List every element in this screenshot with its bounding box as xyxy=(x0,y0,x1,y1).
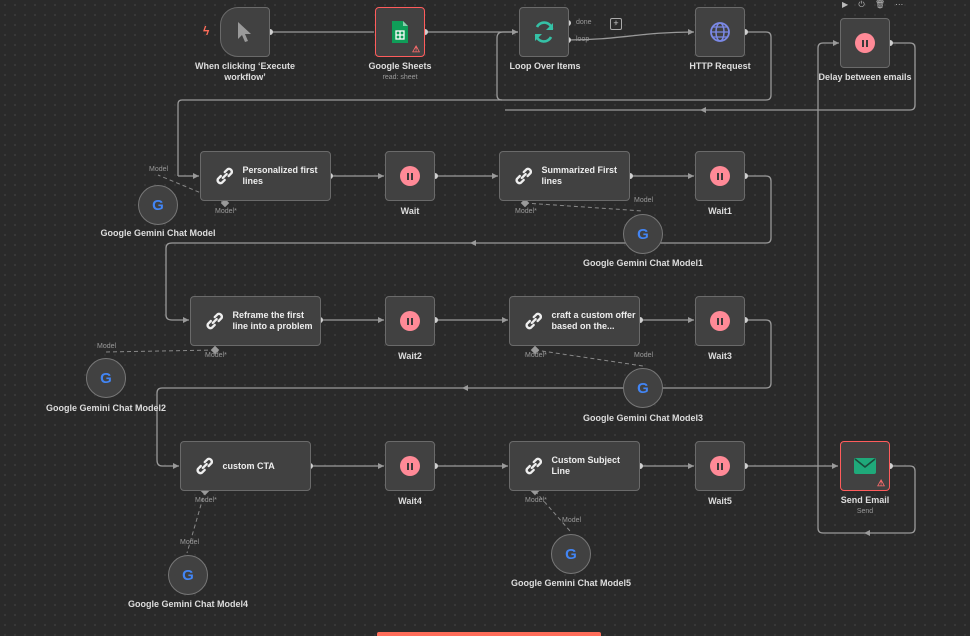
gemini-model3-node[interactable]: G xyxy=(623,368,663,408)
link-icon xyxy=(515,167,532,185)
wait1-node[interactable] xyxy=(695,151,745,201)
pause-icon xyxy=(400,166,420,186)
sheets-warning-icon: ⚠ xyxy=(412,44,421,54)
refresh-icon xyxy=(534,21,554,43)
loop-done-label: done xyxy=(576,19,592,26)
wait2-node[interactable] xyxy=(385,296,435,346)
model1-title: Google Gemini Chat Model1 xyxy=(582,258,703,268)
send-email-node[interactable] xyxy=(840,441,890,491)
http-request-node[interactable] xyxy=(695,7,745,57)
link-icon xyxy=(206,312,223,330)
cta-title: custom CTA xyxy=(222,460,275,471)
model-label-top: Model xyxy=(634,352,654,359)
model-label-top: Model xyxy=(97,343,117,350)
model-label-top: Model xyxy=(180,539,200,546)
trigger-bolt-icon: ϟ xyxy=(203,24,210,38)
trigger-title: When clicking ‘Execute workflow’ xyxy=(194,61,296,82)
wait5-node[interactable] xyxy=(695,441,745,491)
pause-icon xyxy=(710,166,730,186)
model4-title: Google Gemini Chat Model4 xyxy=(127,599,248,609)
model-label-required: Model* xyxy=(195,497,217,504)
google-g-icon: G xyxy=(152,196,164,214)
model-label-top: Model xyxy=(562,517,582,524)
summarized-node[interactable]: Summarized First lines xyxy=(499,151,630,201)
wait3-node[interactable] xyxy=(695,296,745,346)
wait2-title: Wait2 xyxy=(398,351,422,361)
personalized-node[interactable]: Personalized first lines xyxy=(200,151,331,201)
link-icon xyxy=(216,167,233,185)
google-sheets-icon xyxy=(392,21,408,43)
pause-icon xyxy=(400,311,420,331)
wait-title: Wait xyxy=(400,206,420,216)
reframe-title: Reframe the first line into a problem xyxy=(232,310,313,331)
link-icon xyxy=(525,457,542,475)
google-g-icon: G xyxy=(565,545,577,563)
gemini-model4-node[interactable]: G xyxy=(168,555,208,595)
wait4-title: Wait4 xyxy=(398,496,422,506)
wait1-title: Wait1 xyxy=(708,206,732,216)
model2-title: Google Gemini Chat Model2 xyxy=(45,403,166,413)
model-label-top: Model xyxy=(634,197,654,204)
pause-icon xyxy=(400,456,420,476)
globe-icon xyxy=(710,22,730,42)
google-sheets-node[interactable] xyxy=(375,7,425,57)
mail-icon xyxy=(854,458,876,474)
model0-title: Google Gemini Chat Model xyxy=(100,228,216,238)
offer-node[interactable]: craft a custom offer based on the... xyxy=(509,296,640,346)
pause-icon xyxy=(855,33,875,53)
wait4-node[interactable] xyxy=(385,441,435,491)
personalized-title: Personalized first lines xyxy=(242,165,318,186)
google-g-icon: G xyxy=(637,379,649,397)
gemini-model-node[interactable]: G xyxy=(138,185,178,225)
send-email-title: Send Email xyxy=(840,495,890,505)
add-node-plus-button[interactable]: + xyxy=(610,18,622,30)
loop-title: Loop Over Items xyxy=(509,61,581,71)
wait5-title: Wait5 xyxy=(708,496,732,506)
google-g-icon: G xyxy=(100,369,112,387)
cursor-icon xyxy=(238,22,251,42)
model-label-required: Model* xyxy=(515,208,537,215)
model-label-required: Model* xyxy=(525,352,547,359)
reframe-node[interactable]: Reframe the first line into a problem xyxy=(190,296,321,346)
gemini-model5-node[interactable]: G xyxy=(551,534,591,574)
google-g-icon: G xyxy=(637,225,649,243)
delay-node[interactable] xyxy=(840,18,890,68)
pause-icon xyxy=(710,311,730,331)
model5-title: Google Gemini Chat Model5 xyxy=(510,578,631,588)
loop-over-items-node[interactable] xyxy=(519,7,569,57)
model-label-required: Model* xyxy=(525,497,547,504)
link-icon xyxy=(525,312,542,330)
model3-title: Google Gemini Chat Model3 xyxy=(582,413,703,423)
trigger-node[interactable] xyxy=(220,7,270,57)
custom-subject-node[interactable]: Custom Subject Line xyxy=(509,441,640,491)
sheets-subtitle: read: sheet xyxy=(382,74,418,81)
link-icon xyxy=(196,457,213,475)
model-label-top: Model xyxy=(149,166,169,173)
sheets-title: Google Sheets xyxy=(368,61,432,71)
google-g-icon: G xyxy=(182,566,194,584)
custom-cta-node[interactable]: custom CTA xyxy=(180,441,311,491)
model-label-required: Model* xyxy=(205,352,227,359)
summarized-title: Summarized First lines xyxy=(541,165,617,186)
delay-title: Delay between emails xyxy=(818,72,912,82)
gemini-model1-node[interactable]: G xyxy=(623,214,663,254)
subject-title: Custom Subject Line xyxy=(551,455,620,476)
bottom-execute-bar[interactable] xyxy=(377,632,601,636)
offer-title: craft a custom offer based on the... xyxy=(551,310,636,331)
send-email-warning-icon: ⚠ xyxy=(877,478,886,488)
model-label-required: Model* xyxy=(215,208,237,215)
wait-node[interactable] xyxy=(385,151,435,201)
send-email-subtitle: Send xyxy=(856,508,874,515)
gemini-model2-node[interactable]: G xyxy=(86,358,126,398)
wait3-title: Wait3 xyxy=(708,351,732,361)
node-toolbar[interactable]: ▶ ⏻ 🗑 ⋯ xyxy=(842,0,908,9)
http-title: HTTP Request xyxy=(689,61,751,71)
loop-loop-label: loop xyxy=(576,36,590,43)
pause-icon xyxy=(710,456,730,476)
